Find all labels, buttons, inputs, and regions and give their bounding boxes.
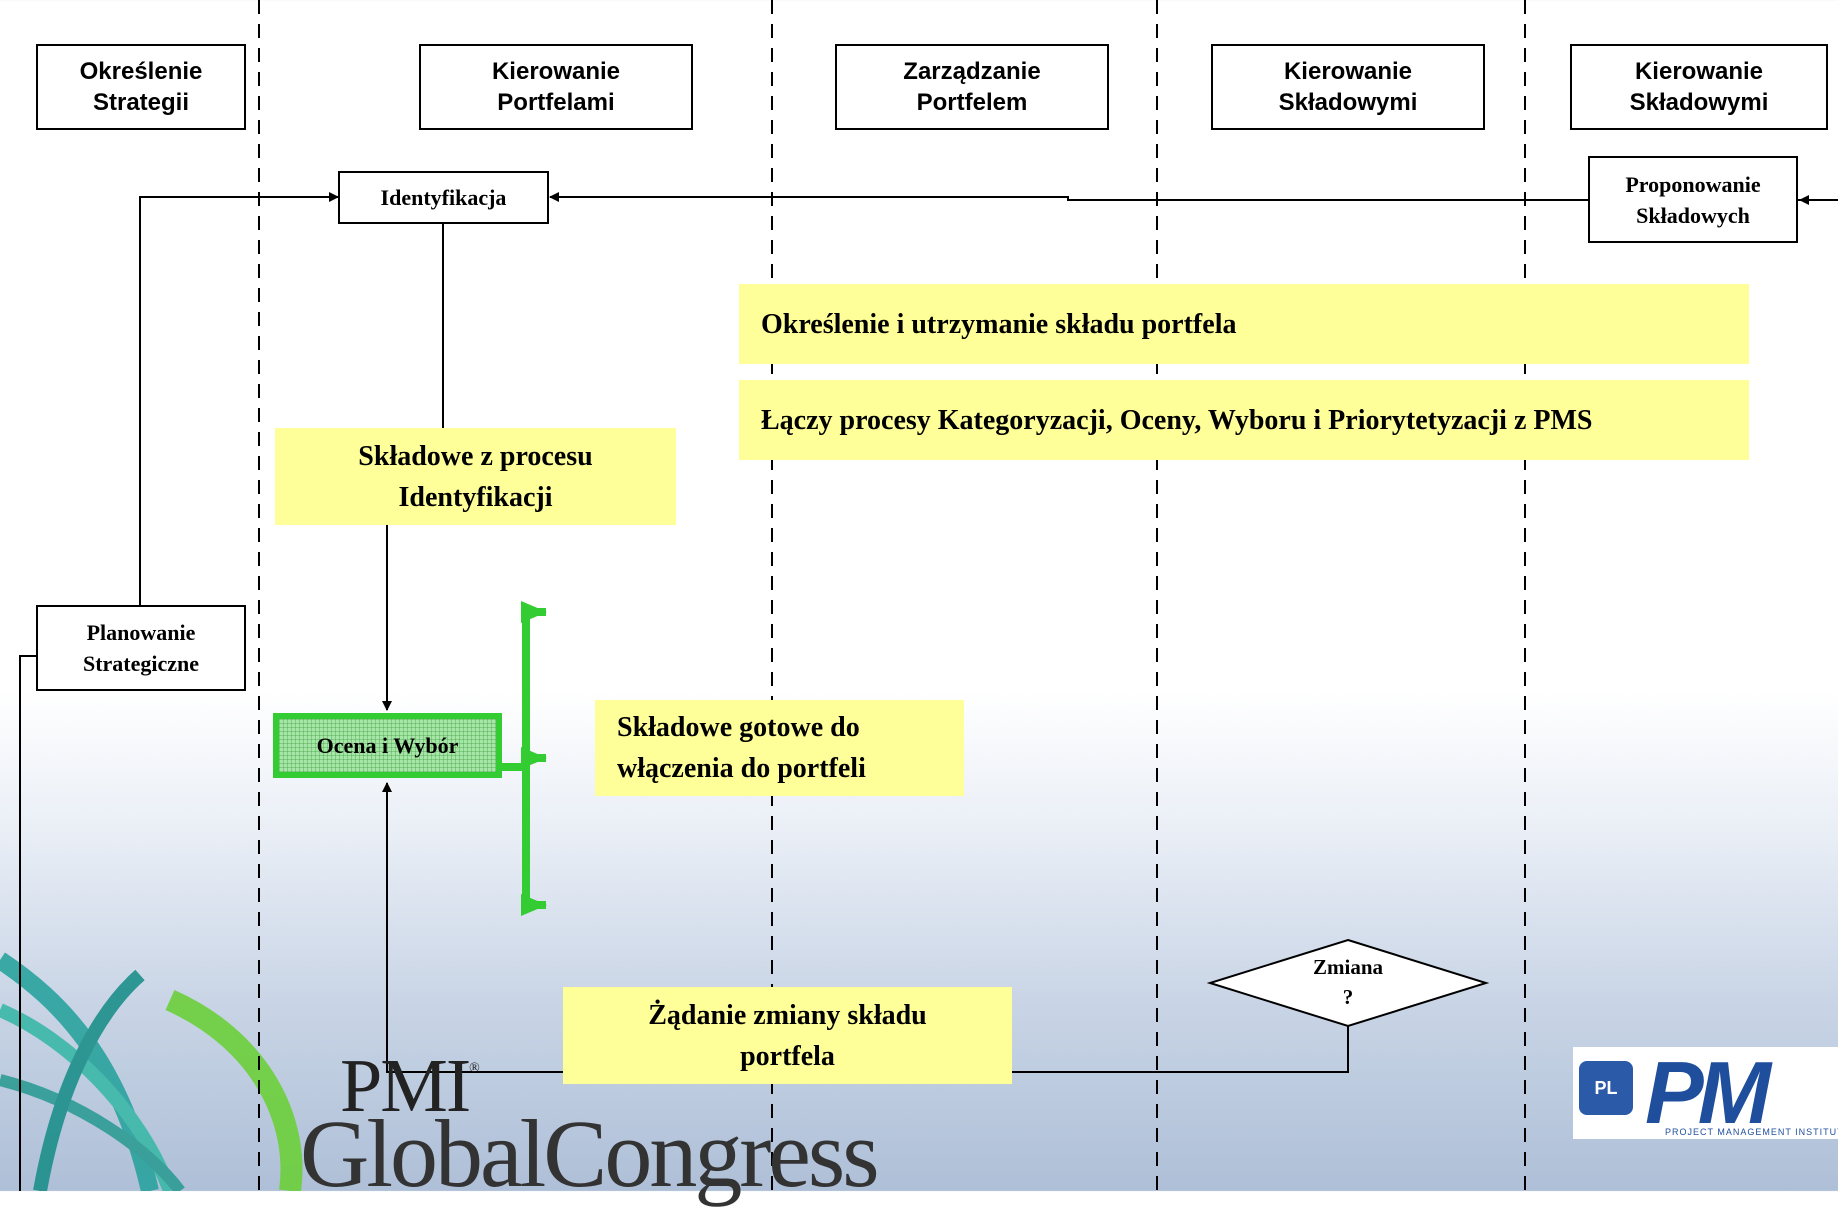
pmi-logo-text: PMI [340,1044,471,1128]
decision-label: Zmiana ? [1312,955,1383,1009]
pmi-logo: PMI® [340,1048,480,1124]
pm-letters: PM [1645,1043,1771,1142]
note-components-from-identification: Składowe z procesu Identyfikacji [275,428,676,525]
process-identification: Identyfikacja [338,171,549,224]
process-propose-components: Proponowanie Składowych [1588,156,1798,243]
pl-badge-text: PL [1594,1077,1618,1098]
connectors [19,192,1838,1191]
lane-header-portfolio-governance: Kierowanie Portfelami [419,44,693,130]
note-links-processes: Łączy procesy Kategoryzacji, Oceny, Wybo… [739,380,1749,460]
note-change-request: Żądanie zmiany składu portfela [563,987,1012,1084]
pmi-registered-mark: ® [469,1061,480,1076]
lane-header-component-management-1: Kierowanie Składowymi [1211,44,1485,130]
process-evaluation-selection: Ocena i Wybór [273,713,502,778]
pmi-poland-logo: PL PM PROJECT MANAGEMENT INSTITUTE [1573,1047,1838,1139]
process-strategic-planning: Planowanie Strategiczne [36,605,246,691]
decision-diamond [1206,938,1490,1028]
pl-badge-icon: PL [1579,1061,1633,1115]
pmi-tagline: PROJECT MANAGEMENT INSTITUTE [1665,1127,1838,1137]
global-congress-logo: GlobalCongress [300,1100,880,1207]
lane-header-component-management-2: Kierowanie Składowymi [1570,44,1828,130]
globe-decoration [0,952,303,1191]
note-define-portfolio-composition: Określenie i utrzymanie składu portfela [739,284,1749,364]
lane-header-portfolio-management: Zarządzanie Portfelem [835,44,1109,130]
lane-header-strategy: Określenie Strategii [36,44,246,130]
green-bracket [500,601,547,916]
note-components-ready: Składowe gotowe do włączenia do portfeli [595,700,964,796]
